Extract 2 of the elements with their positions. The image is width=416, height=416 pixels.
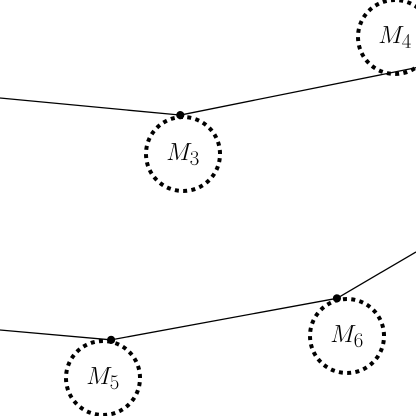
connector-line: [332, 251, 416, 302]
connector-line: [176, 66, 416, 120]
